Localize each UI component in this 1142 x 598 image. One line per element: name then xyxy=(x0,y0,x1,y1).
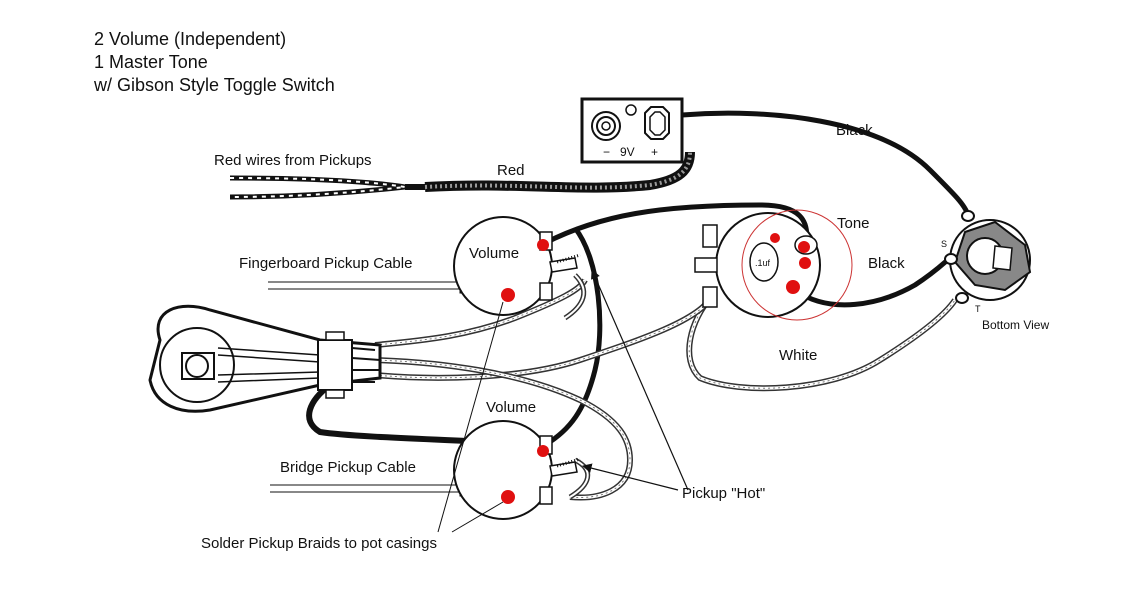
title-line-3: w/ Gibson Style Toggle Switch xyxy=(94,75,335,95)
black-wire-tone-jack xyxy=(793,256,952,308)
solder-braid-pointers xyxy=(437,301,504,533)
red-wires-label: Red wires from Pickups xyxy=(214,152,372,169)
battery-minus-label: − xyxy=(603,145,610,159)
volume-top-label: Volume xyxy=(469,245,519,262)
solder-point xyxy=(501,288,515,302)
bottom-view-label: Bottom View xyxy=(982,318,1049,332)
toggle-switch xyxy=(148,304,382,413)
title-line-1: 2 Volume (Independent) xyxy=(94,29,287,49)
output-jack: S T xyxy=(941,210,1032,314)
jack-t-label: T xyxy=(975,304,981,314)
solder-point xyxy=(786,280,800,294)
capacitor xyxy=(749,242,779,282)
solder-point xyxy=(799,257,811,269)
white-wire xyxy=(686,293,958,392)
solder-point xyxy=(770,233,780,243)
battery: − 9V + xyxy=(580,97,684,164)
volume-bottom-label: Volume xyxy=(486,399,536,416)
black-wire-volume-volume xyxy=(543,226,603,448)
battery-plus-label: + xyxy=(651,145,658,159)
black-top-label: Black xyxy=(836,122,873,139)
red-wire xyxy=(229,151,695,200)
jack-s-label: S xyxy=(941,239,947,249)
black-wire-battery-jack xyxy=(681,110,971,216)
pickup-hot-label: Pickup "Hot" xyxy=(682,485,765,502)
white-label: White xyxy=(779,347,817,364)
bridge-cable-label: Bridge Pickup Cable xyxy=(280,459,416,476)
title-line-2: 1 Master Tone xyxy=(94,52,208,72)
solder-braids-label: Solder Pickup Braids to pot casings xyxy=(201,535,437,552)
tone-label: Tone xyxy=(837,215,870,232)
pickup-hot-pointers xyxy=(582,269,689,491)
title-block: 2 Volume (Independent) 1 Master Tone w/ … xyxy=(94,28,335,97)
solder-point xyxy=(798,241,810,253)
capacitor-label: .1uf xyxy=(755,258,771,268)
volume-pot-top: Volume xyxy=(453,216,581,316)
tone-highlight-circle xyxy=(741,209,853,321)
volume-pot-bottom: Volume xyxy=(453,399,581,520)
solder-point xyxy=(501,490,515,504)
battery-voltage-label: 9V xyxy=(620,145,635,159)
solder-point xyxy=(537,239,549,251)
tone-pot: .1uf Tone xyxy=(694,209,870,321)
black-mid-label: Black xyxy=(868,255,905,272)
solder-point xyxy=(537,445,549,457)
switch-braids xyxy=(374,273,715,501)
red-label: Red xyxy=(497,162,525,179)
black-wire-volume-tone xyxy=(543,202,810,246)
fingerboard-cable-label: Fingerboard Pickup Cable xyxy=(239,255,412,272)
